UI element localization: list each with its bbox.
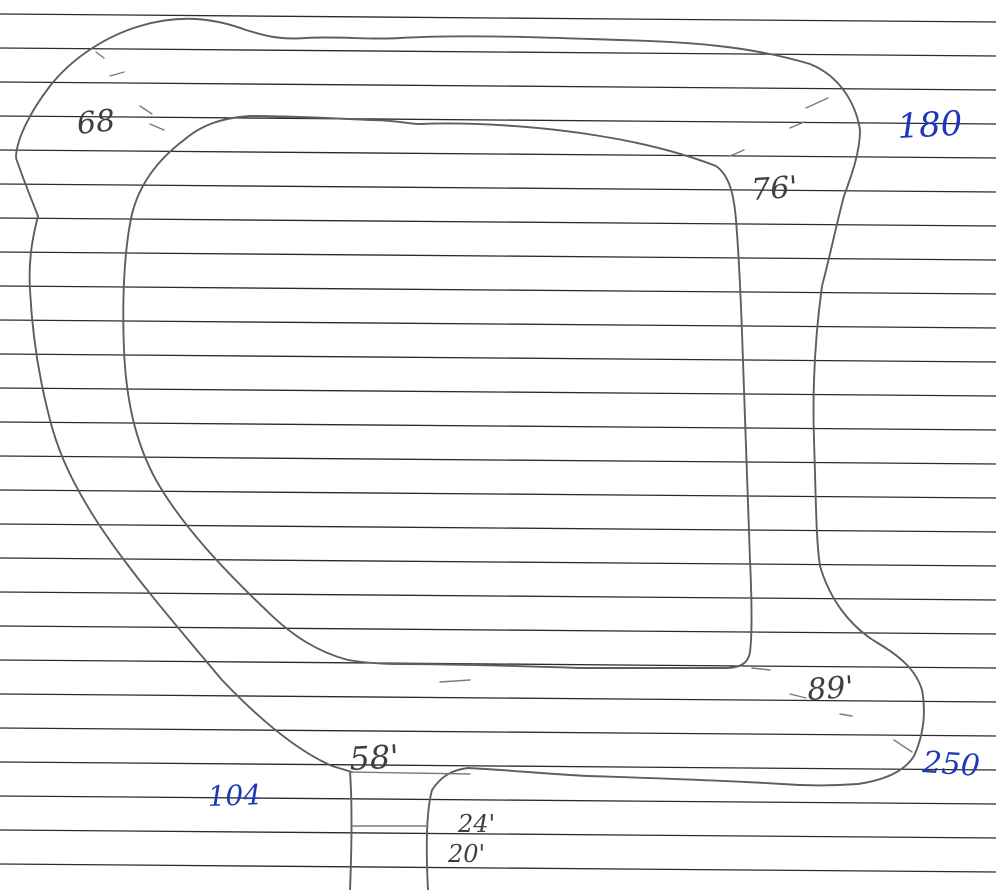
pencil-tick-marks bbox=[95, 51, 913, 753]
ruled-line bbox=[0, 115, 996, 125]
ruled-line bbox=[0, 421, 996, 431]
ruled-line bbox=[0, 81, 996, 91]
width-label-20: 20' bbox=[447, 840, 485, 868]
ruled-line bbox=[0, 693, 996, 703]
length-label-250: 250 bbox=[920, 745, 981, 784]
pit-lane-left-wall bbox=[349, 771, 353, 890]
ruled-line bbox=[0, 217, 996, 227]
length-label-180: 180 bbox=[896, 104, 963, 147]
ruled-line bbox=[0, 353, 996, 363]
width-label-68: 68 bbox=[75, 103, 117, 142]
width-label-24: 24' bbox=[457, 810, 495, 838]
ruled-line bbox=[0, 625, 996, 635]
ruled-line bbox=[0, 319, 996, 329]
length-label-104: 104 bbox=[207, 778, 262, 813]
width-label-89: 89' bbox=[806, 670, 855, 708]
ruled-line bbox=[0, 285, 996, 295]
tick-mark bbox=[839, 713, 853, 717]
ruled-line bbox=[0, 251, 996, 261]
tick-mark bbox=[893, 739, 913, 753]
tick-mark bbox=[751, 667, 771, 671]
tick-mark bbox=[109, 71, 125, 77]
width-label-58: 58' bbox=[348, 737, 399, 778]
ruled-line bbox=[0, 727, 996, 737]
tick-mark bbox=[729, 149, 745, 157]
ruled-line bbox=[0, 829, 996, 839]
ruled-lines bbox=[0, 13, 996, 873]
ruled-line bbox=[0, 795, 996, 805]
ruled-line bbox=[0, 455, 996, 465]
ruled-line bbox=[0, 13, 996, 23]
ruled-line bbox=[0, 591, 996, 601]
ruled-line bbox=[0, 387, 996, 397]
ruled-line bbox=[0, 523, 996, 533]
tick-mark bbox=[789, 693, 807, 699]
tick-mark bbox=[95, 51, 105, 59]
ruled-line bbox=[0, 659, 996, 669]
tick-mark bbox=[149, 123, 165, 131]
tick-mark bbox=[805, 97, 829, 109]
ruled-line bbox=[0, 47, 996, 57]
pit-entry-line bbox=[349, 771, 471, 775]
width-label-76: 76' bbox=[750, 170, 799, 208]
ruled-line bbox=[0, 183, 996, 193]
ruled-line bbox=[0, 149, 996, 159]
ruled-line bbox=[0, 557, 996, 567]
tick-mark bbox=[439, 679, 471, 683]
inner-infield-outline bbox=[122, 115, 753, 669]
tick-mark bbox=[789, 121, 805, 129]
ruled-line bbox=[0, 489, 996, 499]
outer-track-outline bbox=[15, 17, 925, 890]
ruled-line bbox=[0, 761, 996, 771]
ruled-line bbox=[0, 863, 996, 873]
tick-mark bbox=[139, 105, 153, 115]
